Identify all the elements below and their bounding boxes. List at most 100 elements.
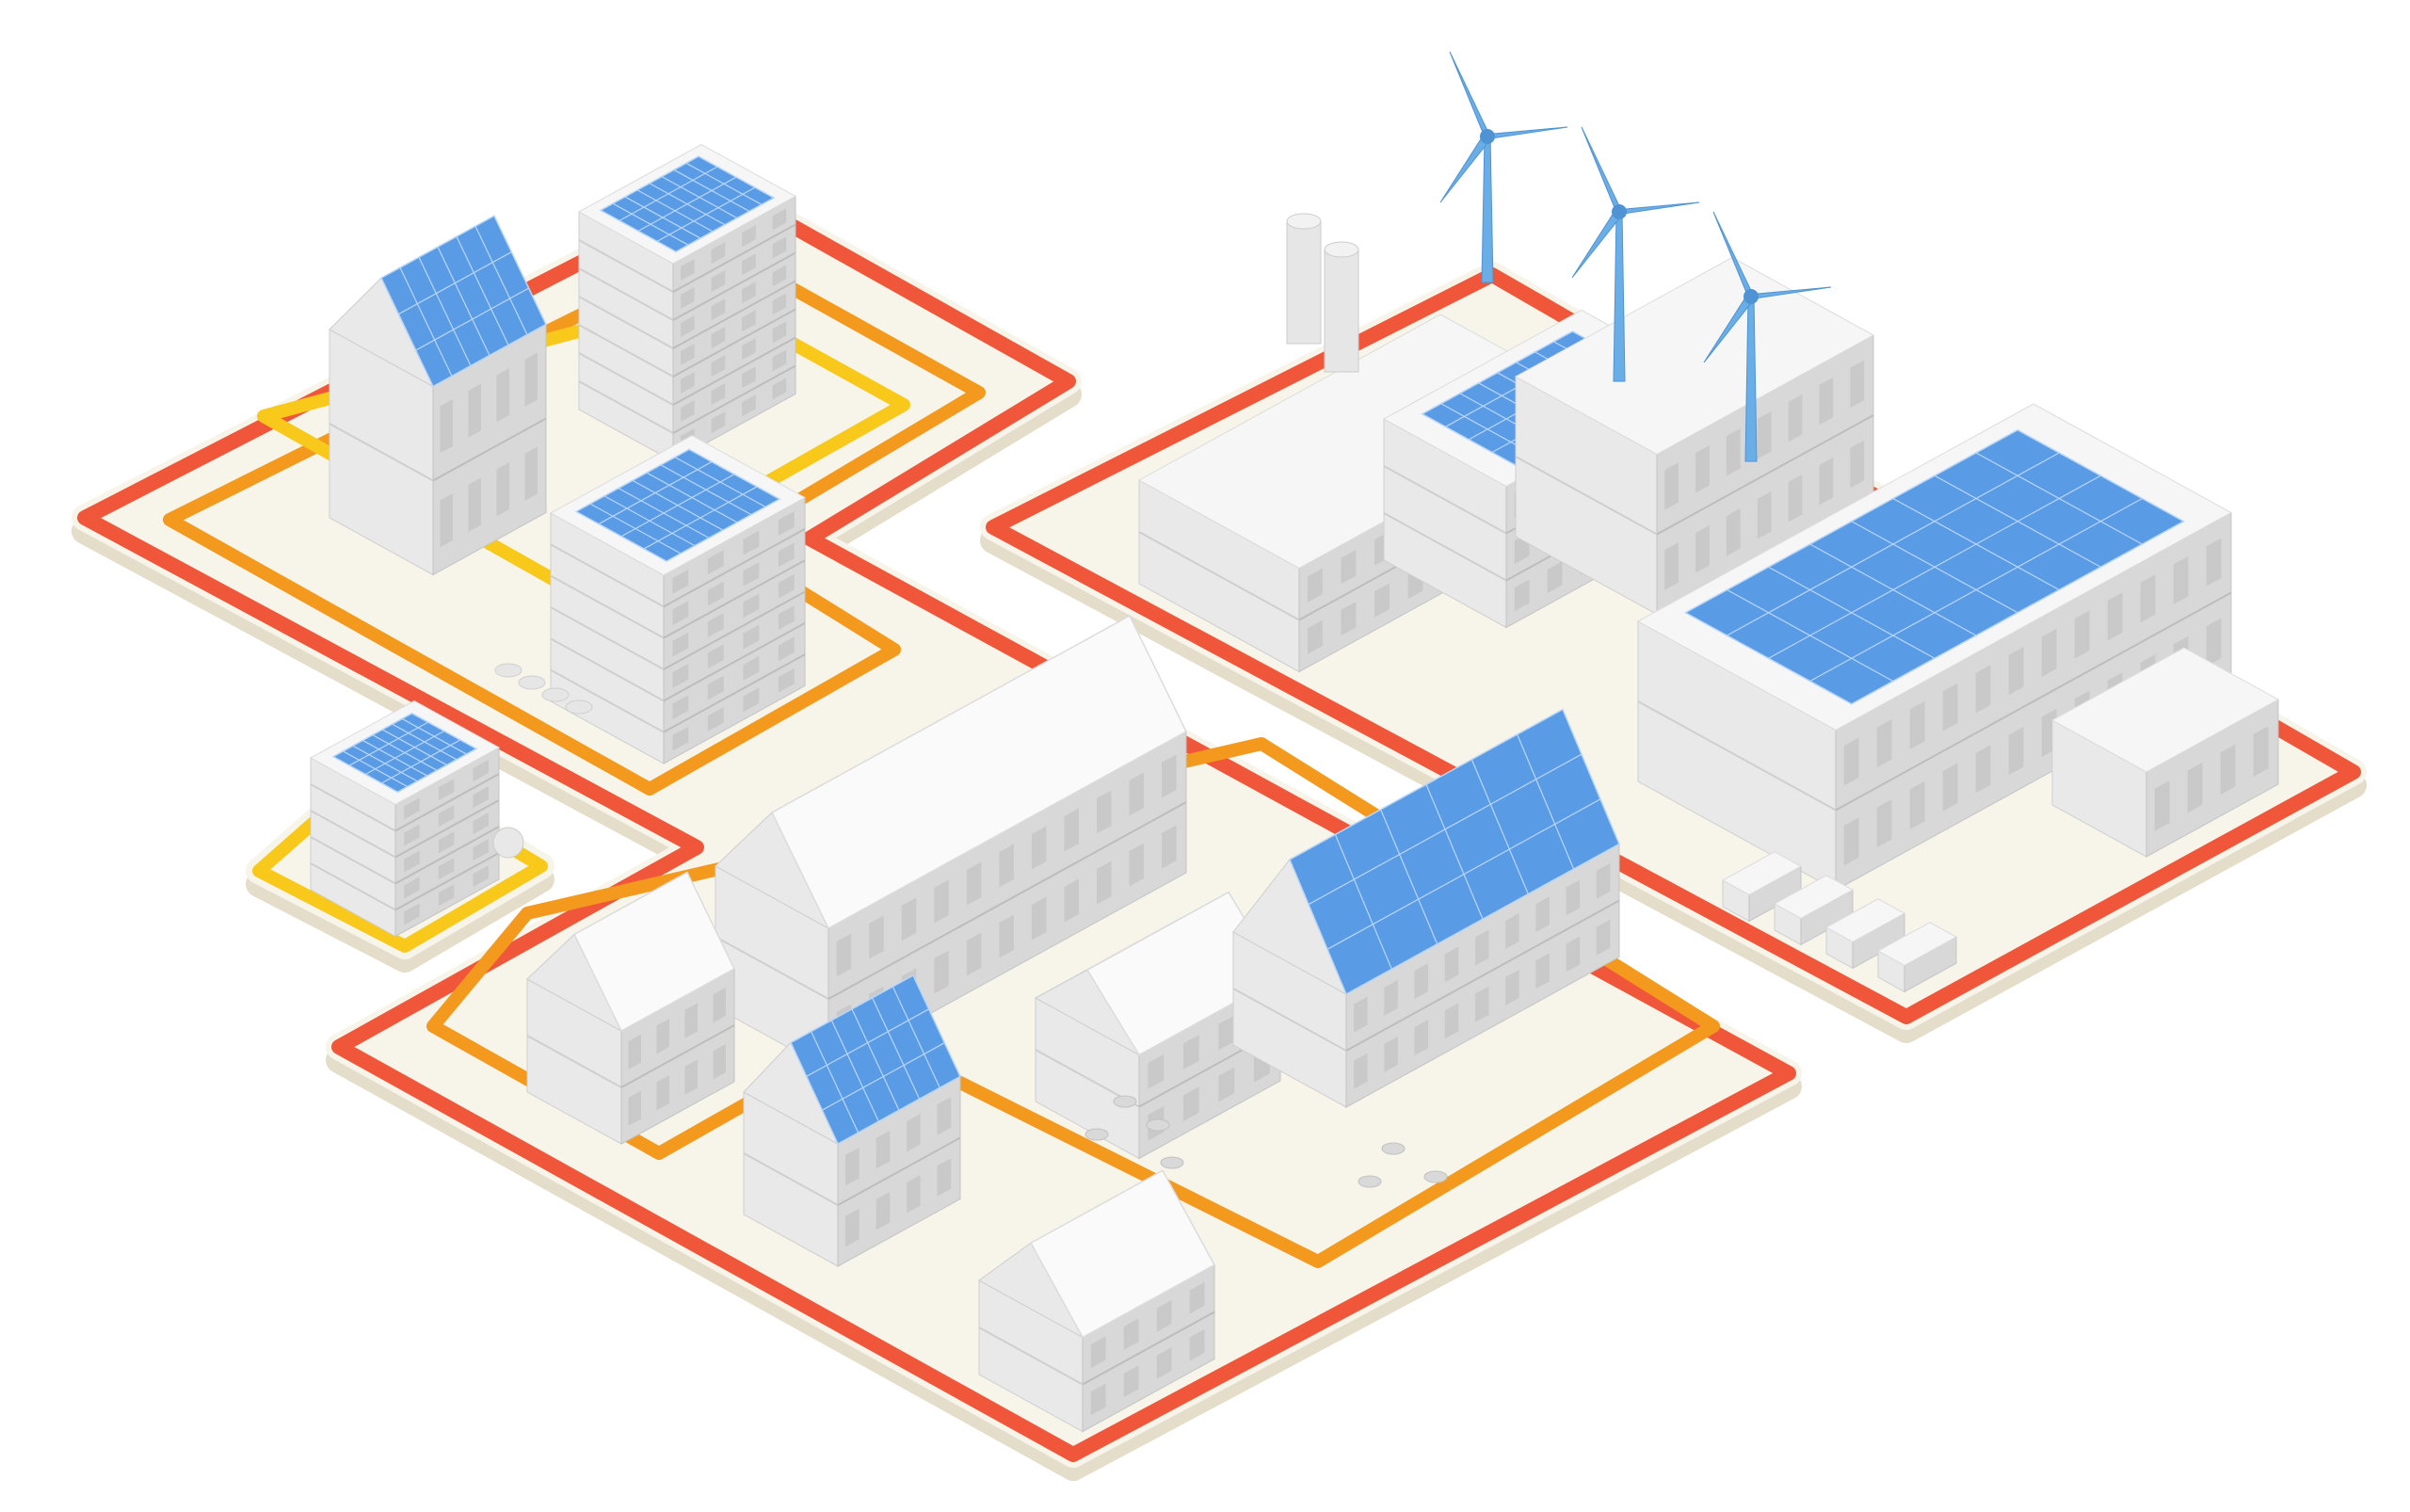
wind-turbine-1-hub <box>1480 129 1495 144</box>
apartment-tower-rear-floor-line <box>672 336 796 406</box>
apartment-block-front-window <box>672 569 689 594</box>
farm-barn-window <box>1384 979 1398 1016</box>
farm-barn-solar-grid-line <box>1470 759 1529 894</box>
warehouse-window <box>1843 817 1859 866</box>
apartment-tower-rear-window <box>711 383 726 406</box>
chalet-apartment-window <box>440 398 453 454</box>
small-house-window <box>684 1003 698 1038</box>
apartment-tower-rear-window <box>711 411 726 434</box>
apartment-block-front <box>549 434 807 764</box>
house-with-solar <box>742 973 962 1267</box>
farm-barn-solar-grid-line <box>1308 753 1583 906</box>
apartment-tower-rear-window <box>772 236 787 259</box>
zone-residential-middle-ring <box>163 240 986 796</box>
farm-house-window <box>1182 1035 1199 1070</box>
apartment-block-front-window <box>672 601 689 626</box>
apartment-block-front-window <box>672 695 689 720</box>
farm-house-window <box>1218 1067 1235 1102</box>
chalet-apartment-window <box>496 367 509 423</box>
apartment-tower-rear-window <box>681 371 695 394</box>
car-4 <box>565 700 593 715</box>
house-with-solar-solar-grid-line <box>806 1008 929 1077</box>
apartment-block-front-floor-line <box>663 590 806 670</box>
office-building-floor-line <box>310 862 396 911</box>
warehouse-floor-line <box>1637 700 1837 812</box>
office-building-solar-grid-line <box>381 739 461 784</box>
car-3 <box>541 687 570 702</box>
office-building-floor-line <box>394 826 500 885</box>
cow-1 <box>1113 1095 1137 1108</box>
apartment-block-front-window <box>743 687 760 713</box>
power-plant-main-window <box>1307 619 1323 654</box>
power-plant-block-window <box>1664 462 1679 510</box>
power-plant-block-window <box>1726 427 1741 476</box>
power-plant-block-floor-line <box>1656 414 1874 536</box>
power-plant-block-window <box>1726 507 1741 556</box>
apartment-block-front-window <box>743 624 760 650</box>
house-with-solar-window <box>845 1208 860 1247</box>
farm-barn-window <box>1414 963 1428 1000</box>
warehouse-annex-window <box>2187 762 2203 813</box>
apartment-tower-rear-window <box>742 225 756 248</box>
row-houses-floor-line <box>827 801 1187 1000</box>
office-building-floor-line <box>310 810 396 859</box>
wind-turbine-2-blade-2 <box>1614 201 1700 215</box>
house-with-solar-window <box>937 1097 952 1135</box>
apartment-tower-rear-floor-line <box>672 280 796 349</box>
house-with-solar-floor-line <box>837 1136 961 1206</box>
chalet-apartment-window <box>524 352 538 407</box>
farm-house-window <box>1148 1054 1165 1089</box>
apartment-tower-rear-window <box>681 258 695 281</box>
wind-turbine-2-tower <box>1613 211 1626 382</box>
chimney-1 <box>1286 220 1322 345</box>
apartment-tower-rear-window <box>772 208 787 231</box>
warehouse-window <box>1975 745 1991 794</box>
chalet-apartment <box>328 215 548 576</box>
chalet-house-window <box>1189 1281 1205 1314</box>
power-plant-block-window <box>1757 410 1772 459</box>
farm-barn-window <box>1354 1053 1368 1089</box>
chalet-apartment-solar-grid-line <box>415 287 529 351</box>
farm-barn-window <box>1474 986 1489 1022</box>
power-plant-main-window <box>1307 568 1323 603</box>
wind-turbine-2 <box>1571 126 1700 382</box>
chalet-apartment-solar-grid-line <box>456 235 509 346</box>
power-plant-block-roof <box>1514 256 1875 456</box>
warehouse-window <box>2074 610 2090 659</box>
warehouse-window <box>1942 763 1958 812</box>
office-building-window <box>473 839 489 861</box>
apartment-tower-rear-solar-grid-line <box>619 166 718 221</box>
office-building-window <box>438 779 455 801</box>
apartment-block-front-window <box>707 581 724 606</box>
row-houses-window <box>836 933 852 977</box>
office-building-window <box>404 903 420 925</box>
chalet-house-window <box>1156 1300 1172 1332</box>
apartment-block-front-floor-line <box>663 653 806 733</box>
apartment-block-front-floor-line <box>550 606 665 670</box>
zone-residential-outer-ring <box>77 181 1796 1462</box>
power-plant-main-window <box>1341 550 1357 585</box>
zone-village-middle-ring <box>426 737 1720 1268</box>
farm-barn-window <box>1535 896 1550 933</box>
house-with-solar-window <box>876 1130 891 1169</box>
apartment-block-front-window <box>743 530 760 555</box>
warehouse-window <box>1909 780 1925 829</box>
apartment-tower-rear-floor-line <box>672 251 796 321</box>
tree <box>492 827 524 859</box>
house-with-solar-solar-grid-line <box>811 1031 860 1134</box>
apartment-block-front-window <box>778 542 795 568</box>
cow-3 <box>1084 1128 1109 1141</box>
row-houses-window <box>1031 826 1047 870</box>
house-with-solar-solar-grid-line <box>822 1042 945 1111</box>
row-houses-window <box>1129 772 1145 816</box>
office-building-window <box>438 805 455 828</box>
small-house-window <box>628 1034 641 1070</box>
apartment-block-front-window <box>672 663 689 688</box>
office-building-floor-line <box>310 783 396 832</box>
farm-barn-window <box>1414 1020 1428 1056</box>
apartment-block-front-window <box>743 593 760 619</box>
row-houses-window <box>1064 878 1079 923</box>
wind-turbine-1-blade-1 <box>1449 51 1493 140</box>
apartment-block-front-window <box>707 550 724 575</box>
warehouse-annex-roof <box>2050 647 2280 773</box>
